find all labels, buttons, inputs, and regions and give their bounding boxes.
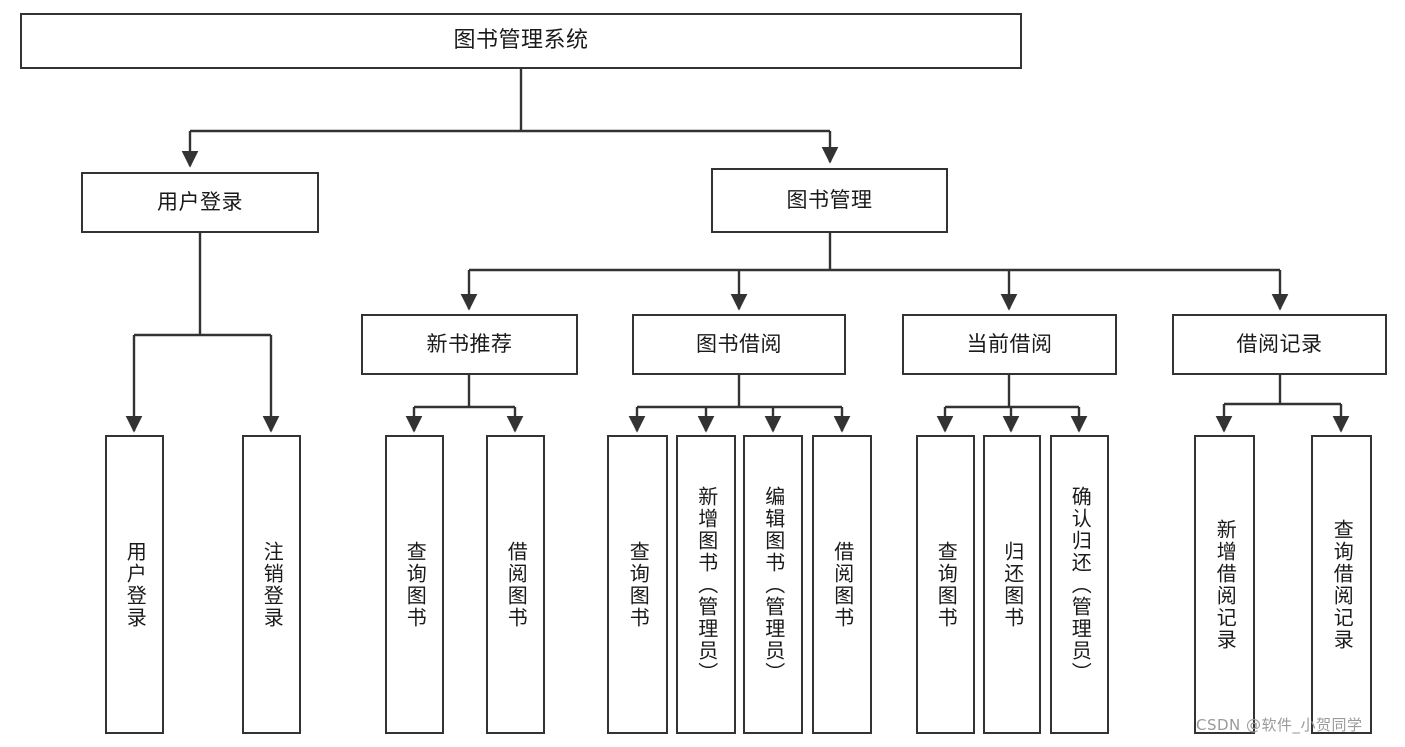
node-leaf-query-book-2-label: 查询图书 xyxy=(626,540,651,629)
node-leaf-user-login-label: 用户登录 xyxy=(123,540,148,629)
node-leaf-return-book-label: 归还图书 xyxy=(1000,540,1025,629)
node-book-manage-label: 图书管理 xyxy=(786,188,873,213)
node-book-borrow[interactable]: 图书借阅 xyxy=(632,314,846,375)
node-root[interactable]: 图书管理系统 xyxy=(20,13,1022,69)
node-new-book-recommend[interactable]: 新书推荐 xyxy=(361,314,578,375)
node-leaf-add-record[interactable]: 新增借阅记录 xyxy=(1194,435,1255,734)
node-leaf-query-book-2[interactable]: 查询图书 xyxy=(607,435,668,734)
node-new-book-recommend-label: 新书推荐 xyxy=(426,332,513,357)
node-leaf-add-book-label: 新增图书（管理员） xyxy=(694,485,719,684)
node-leaf-borrow-book-1-label: 借阅图书 xyxy=(504,540,529,629)
node-leaf-borrow-book-2[interactable]: 借阅图书 xyxy=(812,435,872,734)
node-leaf-query-book-1-label: 查询图书 xyxy=(403,540,428,629)
node-root-label: 图书管理系统 xyxy=(453,28,589,54)
node-leaf-edit-book-label: 编辑图书（管理员） xyxy=(761,485,786,684)
csdn-watermark: CSDN @软件_小贺同学 xyxy=(1196,716,1363,734)
node-leaf-borrow-book-1[interactable]: 借阅图书 xyxy=(486,435,545,734)
node-borrow-record[interactable]: 借阅记录 xyxy=(1172,314,1387,375)
node-leaf-edit-book[interactable]: 编辑图书（管理员） xyxy=(743,435,803,734)
node-leaf-query-book-3-label: 查询图书 xyxy=(934,540,959,629)
node-leaf-confirm-return-label: 确认归还（管理员） xyxy=(1068,485,1093,684)
node-leaf-borrow-book-2-label: 借阅图书 xyxy=(830,540,855,629)
node-leaf-return-book[interactable]: 归还图书 xyxy=(983,435,1041,734)
node-user-login[interactable]: 用户登录 xyxy=(81,172,319,233)
node-book-borrow-label: 图书借阅 xyxy=(696,332,782,357)
node-leaf-query-book-1[interactable]: 查询图书 xyxy=(385,435,444,734)
node-borrow-record-label: 借阅记录 xyxy=(1236,332,1323,357)
node-current-borrow[interactable]: 当前借阅 xyxy=(902,314,1117,375)
node-book-manage[interactable]: 图书管理 xyxy=(711,168,948,233)
node-leaf-user-login[interactable]: 用户登录 xyxy=(105,435,164,734)
node-leaf-add-record-label: 新增借阅记录 xyxy=(1213,518,1238,651)
node-leaf-confirm-return[interactable]: 确认归还（管理员） xyxy=(1050,435,1109,734)
node-user-login-label: 用户登录 xyxy=(157,190,243,215)
node-leaf-logout-login-label: 注销登录 xyxy=(260,540,285,629)
node-leaf-query-record[interactable]: 查询借阅记录 xyxy=(1311,435,1372,734)
node-leaf-query-book-3[interactable]: 查询图书 xyxy=(916,435,975,734)
node-leaf-add-book[interactable]: 新增图书（管理员） xyxy=(676,435,736,734)
node-leaf-logout-login[interactable]: 注销登录 xyxy=(242,435,301,734)
node-current-borrow-label: 当前借阅 xyxy=(966,332,1053,357)
node-leaf-query-record-label: 查询借阅记录 xyxy=(1330,518,1355,651)
